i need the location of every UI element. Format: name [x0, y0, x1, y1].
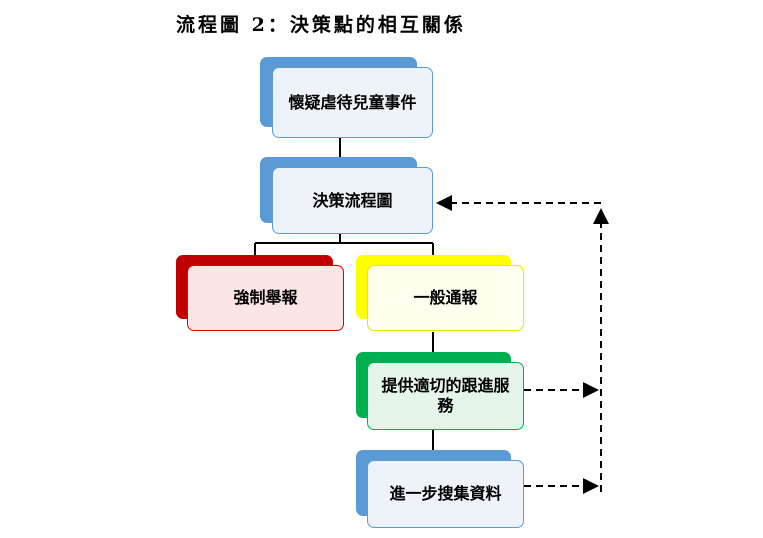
node-general-reporting: 一般通報	[356, 255, 526, 333]
node-suspected-abuse: 懷疑虐待兒童事件	[260, 57, 435, 140]
node-label: 進一步搜集資料	[367, 460, 524, 528]
node-follow-up-services: 提供適切的跟進服務	[356, 352, 526, 432]
node-label: 強制舉報	[187, 265, 344, 331]
node-decision-flowchart: 決策流程圖	[260, 157, 435, 237]
diagram-title: 流程圖 2：決策點的相互關係	[176, 14, 466, 36]
node-collect-information: 進一步搜集資料	[356, 450, 526, 530]
node-label: 提供適切的跟進服務	[367, 362, 524, 430]
node-mandatory-reporting: 強制舉報	[176, 255, 346, 333]
node-label: 懷疑虐待兒童事件	[272, 67, 433, 138]
node-label: 一般通報	[367, 265, 524, 331]
node-label: 決策流程圖	[272, 167, 433, 234]
